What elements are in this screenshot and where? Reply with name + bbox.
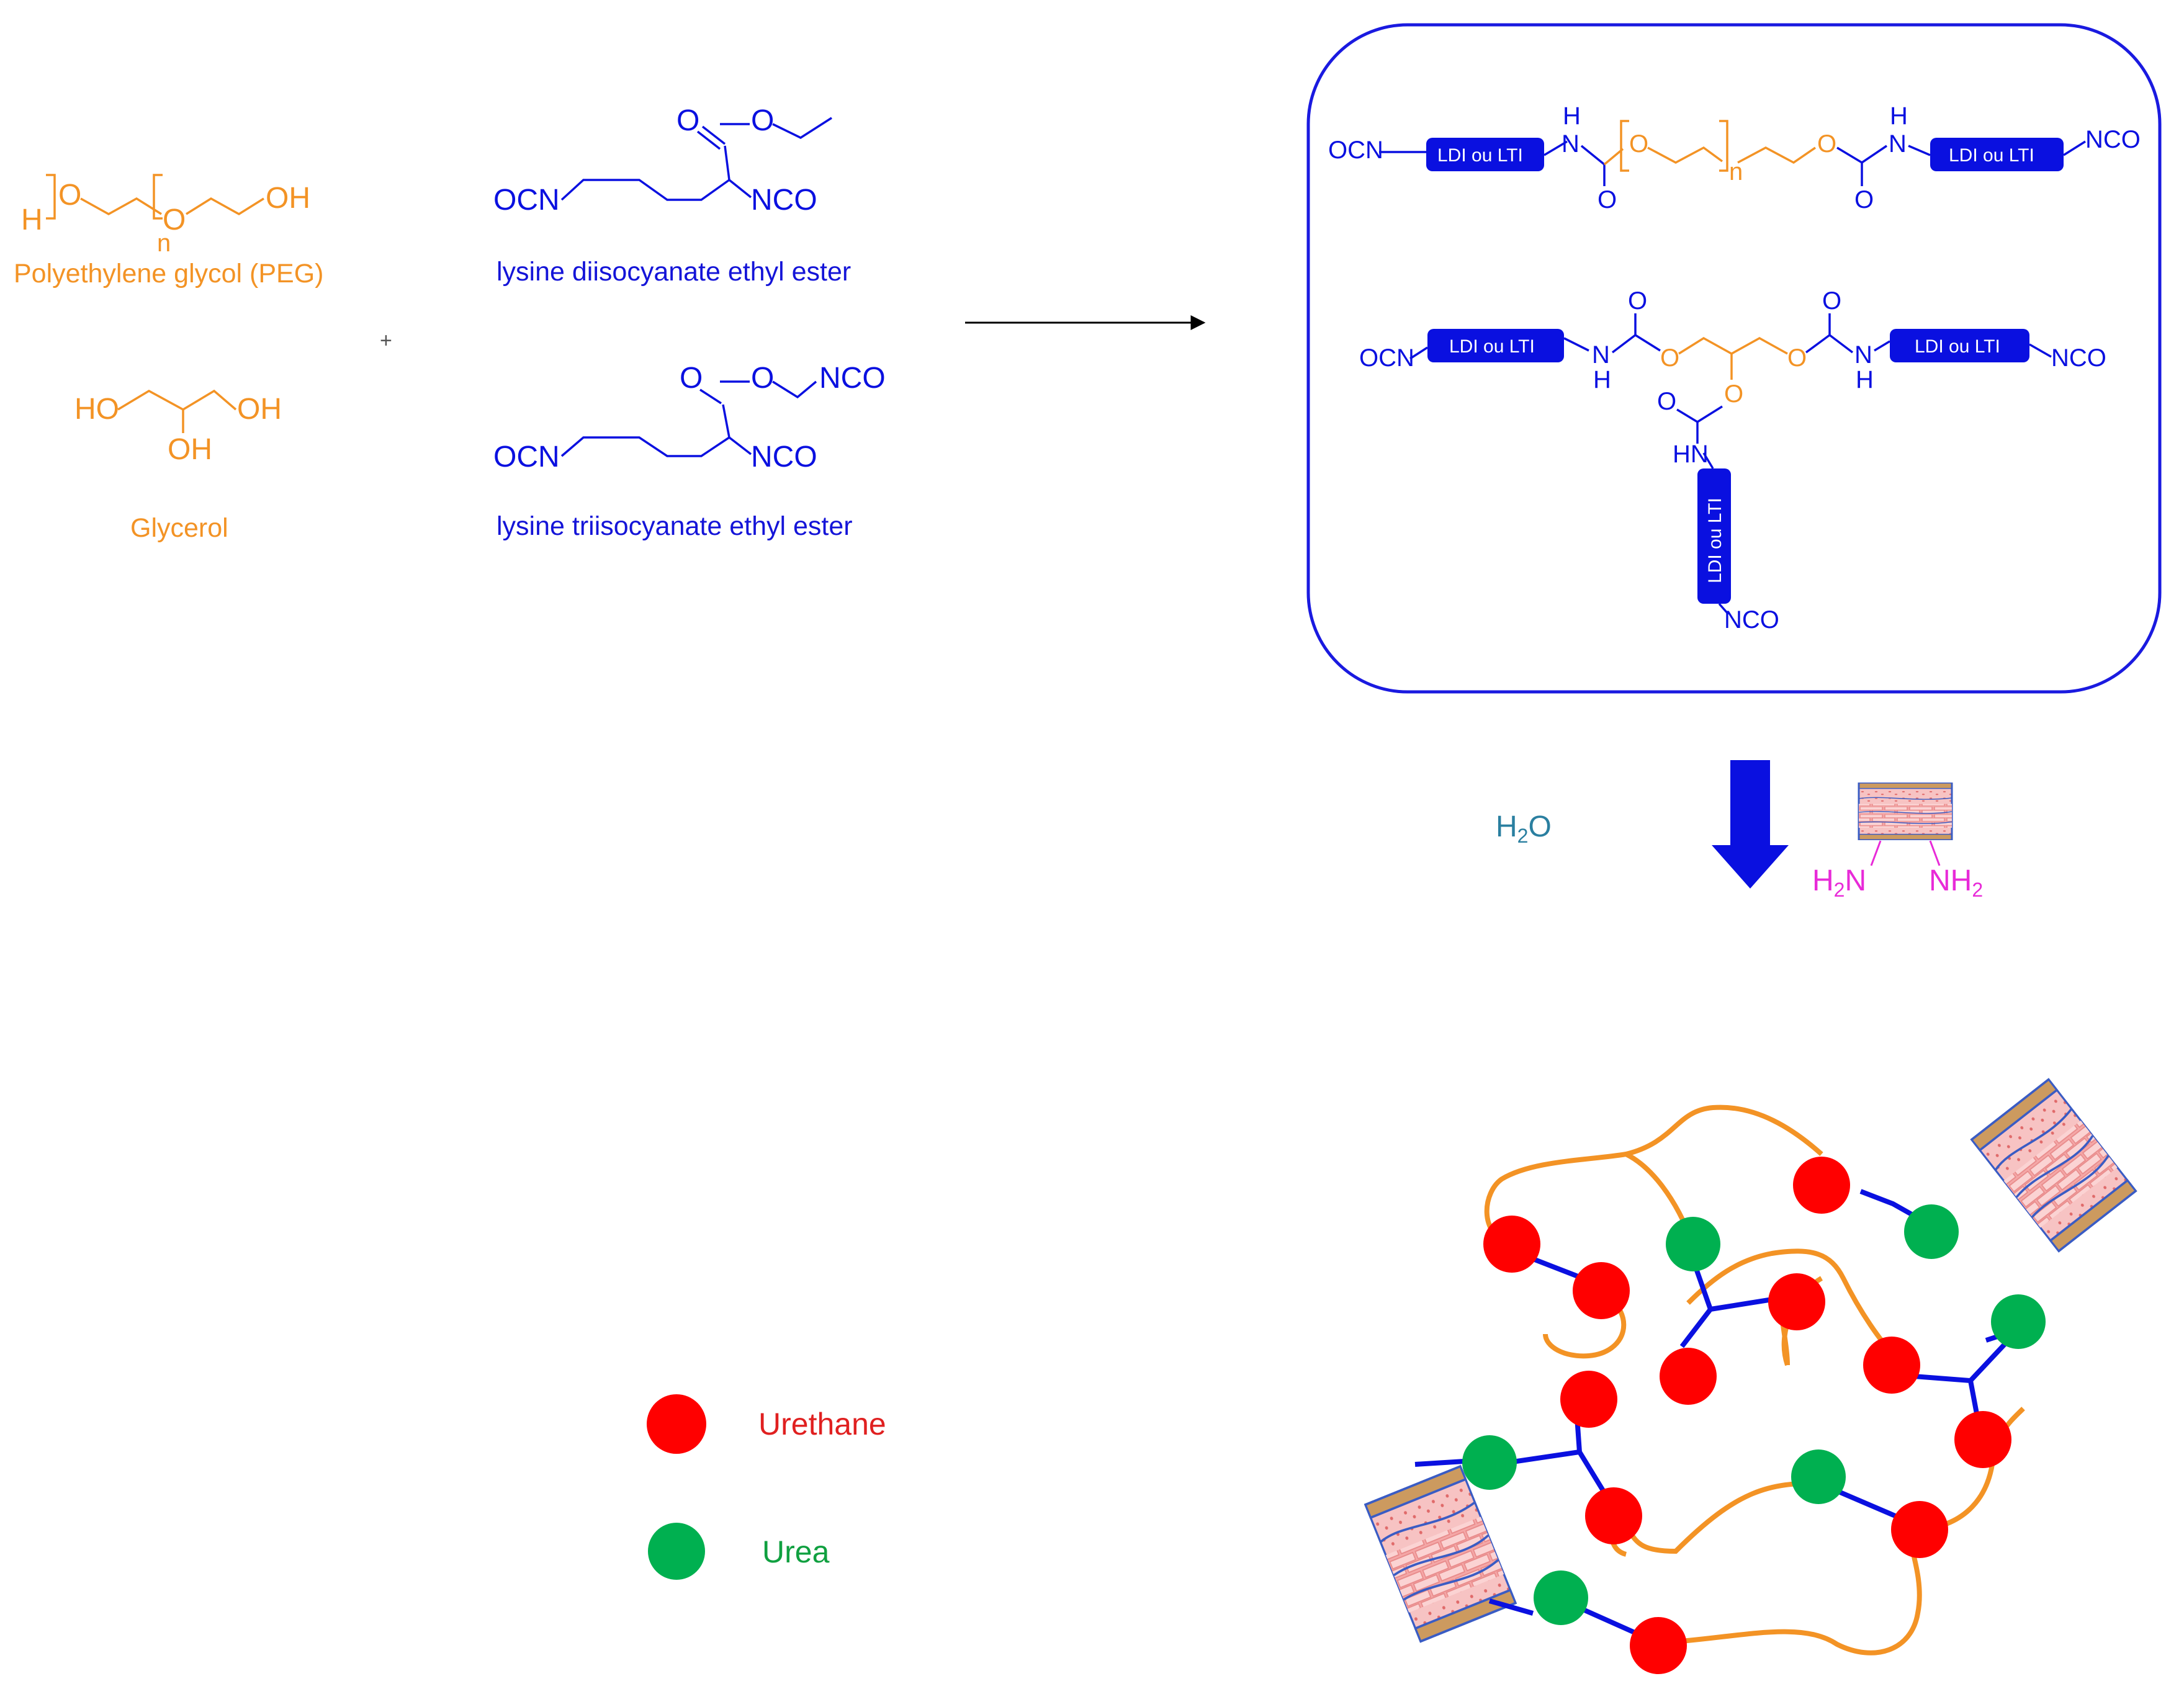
urethane-node xyxy=(1891,1501,1948,1558)
plus-sign: + xyxy=(380,329,392,352)
branched-block-right-label: LDI ou LTI xyxy=(1915,336,2000,357)
curing-arrow xyxy=(1712,760,1789,889)
linear-block-right xyxy=(1930,138,2064,171)
legend: Urethane Urea xyxy=(647,1394,886,1580)
branched-block-left-label: LDI ou LTI xyxy=(1449,336,1535,357)
glycerol-ho-atom: HO xyxy=(74,393,119,426)
ldi-label: lysine diisocyanate ethyl ester xyxy=(497,257,851,287)
urethane-node xyxy=(1630,1617,1687,1674)
linear-carbonyl-o-left-atom: O xyxy=(1598,186,1617,213)
ldi-ocn-atom: OCN xyxy=(493,184,560,217)
urea-node xyxy=(1904,1204,1959,1259)
peg-label: Polyethylene glycol (PEG) xyxy=(14,259,324,289)
urethane-node xyxy=(1560,1371,1617,1428)
branched-block-down-label: LDI ou LTI xyxy=(1705,498,1725,583)
branched-nco-right-atom: NCO xyxy=(2051,344,2106,372)
prepolymer-box xyxy=(1306,23,2162,694)
linear-ocn-atom: OCN xyxy=(1328,137,1383,164)
urethane-node xyxy=(1573,1262,1630,1319)
branched-nco-down-atom: NCO xyxy=(1724,606,1779,634)
urea-node xyxy=(1791,1449,1846,1504)
branched-hn-atom: HN xyxy=(1673,441,1709,468)
linear-block-right-label: LDI ou LTI xyxy=(1949,145,2034,166)
urethane-node xyxy=(1483,1216,1540,1273)
linear-block-left xyxy=(1426,138,1544,171)
legend-urethane-label: Urethane xyxy=(758,1407,886,1441)
peg-h-atom: H xyxy=(21,204,43,236)
branched-o-left-atom: O xyxy=(1660,344,1679,372)
branched-block-left xyxy=(1427,329,1564,362)
urea-node xyxy=(1462,1435,1517,1490)
glycerol-label: Glycerol xyxy=(130,513,228,543)
tissue-amine-icon: H2N NH2 xyxy=(1812,782,1983,901)
peg-n-subscript: n xyxy=(157,230,171,257)
legend-urea-label: Urea xyxy=(762,1534,830,1569)
branched-n-right-atom: N xyxy=(1854,341,1872,369)
linear-n-right-atom: N xyxy=(1889,130,1907,158)
branched-block-down xyxy=(1697,468,1731,604)
glycerol-oh-bottom-atom: OH xyxy=(168,433,212,466)
peg-structure: H O n O OH Polyethylene glycol (PEG) xyxy=(14,174,324,289)
peg-o2-atom: O xyxy=(163,204,186,236)
branched-block-right xyxy=(1890,329,2029,362)
linear-o2-atom: O xyxy=(1817,130,1836,158)
branched-carbonyl-o-left-atom: O xyxy=(1628,287,1647,315)
lti-nco-atom: NCO xyxy=(751,441,817,473)
urethane-node xyxy=(1660,1348,1717,1405)
urethane-node xyxy=(1954,1411,2011,1468)
linear-h-left-atom: H xyxy=(1563,102,1581,130)
legend-urethane-marker xyxy=(647,1394,706,1454)
urethane-node xyxy=(1768,1273,1825,1330)
linear-n-subscript: n xyxy=(1729,158,1743,186)
urea-node xyxy=(1534,1570,1588,1625)
branched-carbonyl-o-down-atom: O xyxy=(1657,388,1676,415)
peg-o-atom: O xyxy=(58,179,81,212)
linear-nco-atom: NCO xyxy=(2085,126,2141,153)
water-reagent: H2O xyxy=(1496,810,1552,847)
branched-h-left-atom: H xyxy=(1593,366,1611,393)
amine-right: NH2 xyxy=(1929,864,1983,901)
branched-ocn-atom: OCN xyxy=(1359,344,1414,372)
urea-node xyxy=(1666,1217,1720,1271)
linear-n-left-atom: N xyxy=(1562,130,1580,158)
ldi-nco-atom: NCO xyxy=(751,184,817,217)
lti-ocn-atom: OCN xyxy=(493,441,560,473)
branched-n-left-atom: N xyxy=(1592,341,1610,369)
lti-label: lysine triisocyanate ethyl ester xyxy=(497,511,853,541)
linear-block-left-label: LDI ou LTI xyxy=(1437,145,1523,166)
lti-ester-o-atom: O xyxy=(751,362,774,395)
linear-o1-atom: O xyxy=(1629,130,1648,158)
branched-prepolymer: OCN LDI ou LTI N H O O O O O N H LDI ou … xyxy=(1359,287,2106,634)
glycerol-structure: HO OH OH Glycerol xyxy=(74,389,282,543)
urethane-node xyxy=(1863,1337,1920,1394)
branched-o-right-atom: O xyxy=(1787,344,1807,372)
peg-oh-atom: OH xyxy=(266,182,310,215)
ldi-structure: O O OCN NCO lysine diisocyanate ethyl es… xyxy=(493,104,851,287)
ldi-ester-o-atom: O xyxy=(751,104,774,137)
branched-carbonyl-o-right-atom: O xyxy=(1822,287,1841,315)
branched-h-right-atom: H xyxy=(1856,366,1874,393)
glycerol-oh-right-atom: OH xyxy=(237,393,282,426)
ldi-carbonyl-o-atom: O xyxy=(676,104,699,137)
tissue-block-top-right xyxy=(1971,1078,2137,1253)
linear-carbonyl-o-right-atom: O xyxy=(1854,186,1874,213)
urethane-node xyxy=(1793,1157,1850,1214)
tissue-block-bottom-left xyxy=(1364,1465,1517,1643)
lti-nco-ester-atom: NCO xyxy=(819,362,886,395)
polymer-network xyxy=(1364,1078,2137,1674)
amine-left: H2N xyxy=(1812,864,1866,901)
legend-urea-marker xyxy=(648,1523,705,1580)
linear-h-right-atom: H xyxy=(1890,102,1908,130)
branched-o-center-atom: O xyxy=(1724,380,1743,408)
urea-node xyxy=(1991,1294,2046,1349)
linear-prepolymer: OCN LDI ou LTI H N O O n O O H N LDI ou … xyxy=(1328,102,2141,213)
urethane-node xyxy=(1585,1487,1642,1544)
lti-structure: O O NCO OCN NCO lysine triisocyanate eth… xyxy=(493,362,886,541)
lti-carbonyl-o-atom: O xyxy=(680,362,703,395)
